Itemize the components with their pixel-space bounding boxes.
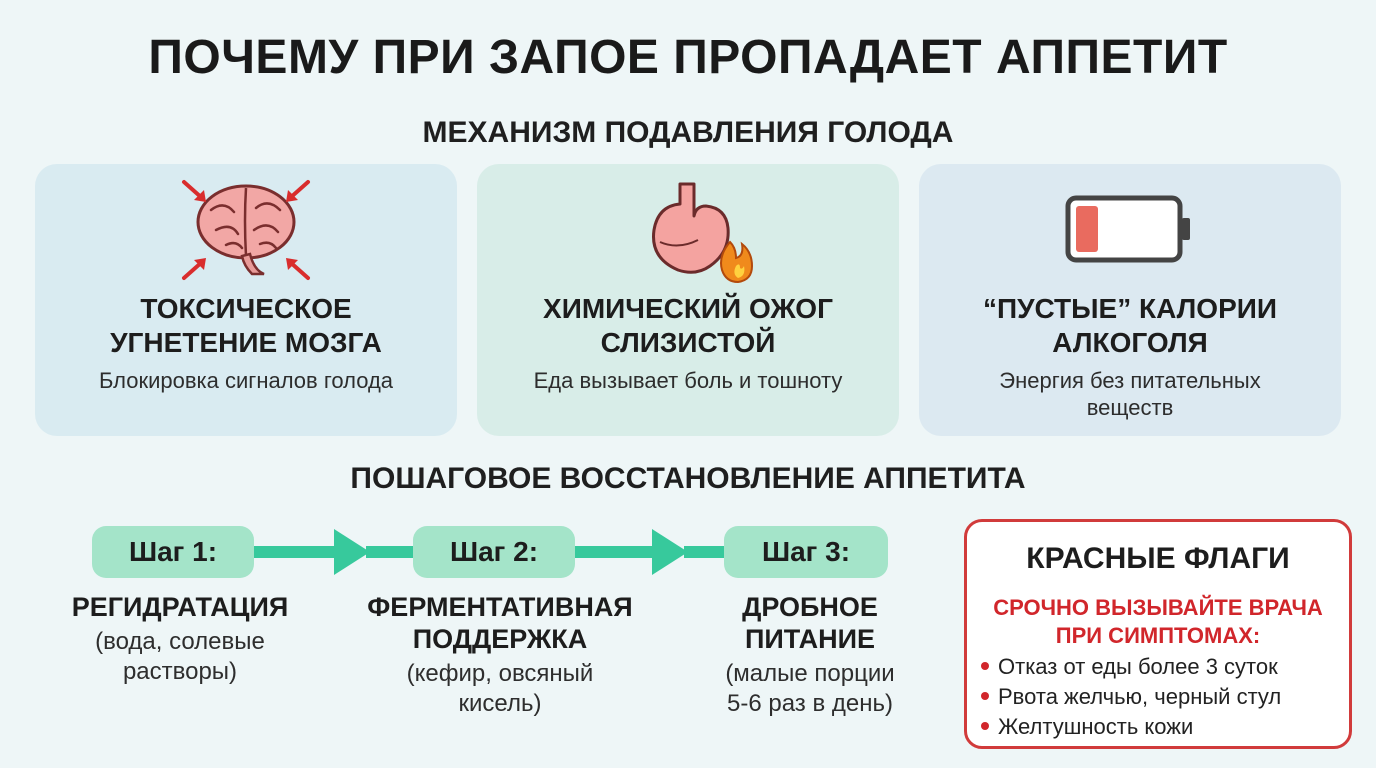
brain-icon (182, 180, 310, 280)
step-1-text: РЕГИДРАТАЦИЯ (вода, солевые растворы) (20, 591, 340, 687)
recovery-heading: ПОШАГОВОЕ ВОССТАНОВЛЕНИЕ АППЕТИТА (350, 462, 1026, 495)
list-item: Рвота желчью, черный стул (981, 682, 1345, 712)
card-description: Энергия без питательных веществ (999, 368, 1261, 420)
step-2-text: ФЕРМЕНТАТИВНАЯ ПОДДЕРЖКА (кефир, овсяный… (340, 591, 660, 719)
step-note: (кефир, овсяный кисель) (406, 660, 594, 717)
card-heading: ТОКСИЧЕСКОЕ УГНЕТЕНИЕ МОЗГА (110, 293, 382, 358)
list-item: Отказ от еды более 3 суток (981, 652, 1345, 682)
step-heading: ДРОБНОЕ ПИТАНИЕ (742, 592, 878, 654)
mechanism-card-brain: ТОКСИЧЕСКОЕ УГНЕТЕНИЕ МОЗГА Блокировка с… (35, 164, 457, 436)
low-battery-icon (1065, 195, 1190, 263)
step-3-label: Шаг 3: (724, 526, 888, 578)
red-flags-alert: СРОЧНО ВЫЗЫВАЙТЕ ВРАЧА ПРИ СИМПТОМАХ: (993, 595, 1323, 648)
list-item: Желтушность кожи (981, 712, 1345, 742)
arrow-right-icon (652, 529, 688, 575)
bullet-icon (981, 722, 989, 731)
step-2-label: Шаг 2: (413, 526, 575, 578)
mechanism-heading: МЕХАНИЗМ ПОДАВЛЕНИЯ ГОЛОДА (422, 116, 954, 149)
card-description: Блокировка сигналов голода (98, 368, 394, 393)
step-heading: ФЕРМЕНТАТИВНАЯ ПОДДЕРЖКА (367, 592, 633, 654)
card-heading: ХИМИЧЕСКИЙ ОЖОГ СЛИЗИСТОЙ (543, 293, 833, 358)
red-flags-title: КРАСНЫЕ ФЛАГИ (1026, 542, 1290, 575)
step-3-text: ДРОБНОЕ ПИТАНИЕ (малые порции 5-6 раз в … (660, 591, 960, 719)
mechanism-card-battery: “ПУСТЫЕ” КАЛОРИИ АЛКОГОЛЯ Энергия без пи… (919, 164, 1341, 436)
stomach-fire-icon (652, 182, 754, 284)
page-title: ПОЧЕМУ ПРИ ЗАПОЕ ПРОПАДАЕТ АППЕТИТ (148, 31, 1228, 84)
step-arrows (250, 529, 730, 575)
step-note: (вода, солевые растворы) (95, 628, 265, 685)
arrow-right-icon (334, 529, 370, 575)
step-note: (малые порции 5-6 раз в день) (725, 660, 895, 717)
red-flags-box: КРАСНЫЕ ФЛАГИ СРОЧНО ВЫЗЫВАЙТЕ ВРАЧА ПРИ… (964, 519, 1352, 749)
bullet-icon (981, 692, 989, 701)
red-flags-list: Отказ от еды более 3 суток Рвота желчью,… (981, 652, 1345, 742)
mechanism-card-stomach: ХИМИЧЕСКИЙ ОЖОГ СЛИЗИСТОЙ Еда вызывает б… (477, 164, 899, 436)
card-heading: “ПУСТЫЕ” КАЛОРИИ АЛКОГОЛЯ (982, 293, 1278, 358)
bullet-icon (981, 662, 989, 671)
card-description: Еда вызывает боль и тошноту (533, 368, 843, 393)
step-heading: РЕГИДРАТАЦИЯ (71, 592, 289, 622)
step-1-label: Шаг 1: (92, 526, 254, 578)
